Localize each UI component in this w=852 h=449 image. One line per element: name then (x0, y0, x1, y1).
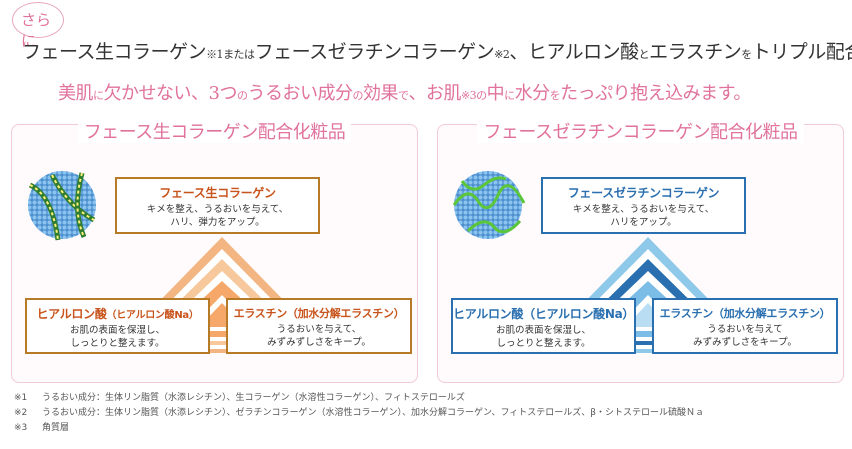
hyaluronic-desc: お肌の表面を保湿し、 しっとりと整えます。 (69, 325, 165, 349)
collagen-box: フェース生コラーゲン キメを整え、うるおいを与えて、 ハリ、弾力をアップ。 (115, 177, 320, 234)
headline: フェース生コラーゲン※1またはフェースゼラチンコラーゲン※2、ヒアルロン酸とエラ… (22, 37, 852, 64)
subheadline-part: の (476, 89, 487, 102)
left-panel-title: フェース生コラーゲン配合化粧品 (12, 118, 417, 144)
headline-part: 、ヒアルロン酸 (509, 41, 639, 63)
subheadline-part: で (397, 89, 409, 102)
subheadline-note-mark: ※3 (460, 89, 477, 102)
elastin-title: エラスチン（加水分解エラスチン） (659, 307, 831, 320)
footnote-text: うるおい成分：生体リン脂質（水添レシチン）、生コラーゲン（水溶性コラーゲン）、フ… (42, 393, 465, 403)
subheadline-part: たっぷり抱え込みます。 (560, 83, 751, 104)
right-panel: フェースゼラチンコラーゲン配合化粧品 フェースゼラチンコラーゲン キメを整え、う… (437, 122, 844, 383)
elastin-box: エラスチン（加水分解エラスチン） うるおいを与えて みずみずしさをキープ。 (652, 298, 838, 354)
collagen-sphere-icon (28, 171, 96, 241)
badge-bubble: さらに (12, 2, 64, 50)
right-panel-title: フェースゼラチンコラーゲン配合化粧品 (438, 118, 843, 144)
collagen-desc: キメを整え、うるおいを与えて、 ハリ、弾力をアップ。 (146, 204, 289, 228)
headline-part: フェース生コラーゲン (22, 41, 207, 63)
footnote-text: うるおい成分：生体リン脂質（水添レシチン）、ゼラチンコラーゲン（水溶性コラーゲン… (42, 408, 705, 418)
subheadline-part: の (352, 89, 363, 102)
subheadline-part: に (93, 89, 104, 102)
subheadline-part: に (504, 89, 515, 102)
hyaluronic-title-main: ヒアルロン酸 (36, 307, 107, 321)
footnote-mark: ※3 (14, 423, 28, 433)
headline-note-mark: ※1 (206, 48, 224, 61)
headline-part: を (741, 48, 752, 61)
subheadline-part: 中 (486, 83, 505, 104)
gelatin-collagen-title: フェースゼラチンコラーゲン (567, 186, 720, 200)
hyaluronic-box: ヒアルロン酸（ヒアルロン酸Na） お肌の表面を保湿し、 しっとりと整えます。 (25, 298, 210, 354)
footnote-mark: ※1 (14, 393, 28, 403)
elastin-desc: うるおいを与えて、 みずみずしさをキープ。 (267, 324, 371, 348)
footnote: ※3 角質層 (14, 421, 704, 436)
badge-text: さらに (21, 11, 52, 50)
right-panel-title-text: フェースゼラチンコラーゲン配合化粧品 (477, 122, 804, 143)
collagen-title: フェース生コラーゲン (159, 186, 276, 200)
footnote: ※1 うるおい成分：生体リン脂質（水添レシチン）、生コラーゲン（水溶性コラーゲン）… (14, 391, 704, 406)
footnote: ※2 うるおい成分：生体リン脂質（水添レシチン）、ゼラチンコラーゲン（水溶性コラー… (14, 406, 704, 421)
headline-part: フェースゼラチンコラーゲン (254, 41, 495, 63)
headline-part: エラスチン (649, 41, 742, 63)
footnote-mark: ※2 (14, 408, 28, 418)
elastin-desc: うるおいを与えて みずみずしさをキープ。 (693, 324, 797, 348)
gelatin-collagen-desc: キメを整え、うるおいを与えて、 ハリをアップ。 (572, 204, 715, 228)
hyaluronic-desc: お肌の表面を保湿し、 しっとりと整えます。 (495, 325, 591, 349)
subheadline-part: うるおい成分 (247, 83, 353, 104)
hyaluronic-title: ヒアルロン酸（ヒアルロン酸Na） (453, 307, 635, 321)
elastin-box: エラスチン（加水分解エラスチン） うるおいを与えて、 みずみずしさをキープ。 (226, 298, 412, 354)
left-panel-title-text: フェース生コラーゲン配合化粧品 (77, 122, 352, 143)
footnote-text: 角質層 (42, 423, 70, 433)
headline-note-mark: ※2 (494, 48, 510, 61)
subheadline-part: を (549, 89, 561, 102)
hyaluronic-box: ヒアルロン酸（ヒアルロン酸Na） お肌の表面を保湿し、 しっとりと整えます。 (451, 298, 636, 354)
subheadline-part: 水分 (514, 83, 551, 104)
subheadline-part: 美肌 (58, 83, 94, 104)
subheadline-part: 効果 (362, 83, 399, 104)
gelatin-collagen-sphere-icon (452, 171, 526, 239)
headline-part: トリプル配合！ (751, 41, 852, 63)
hyaluronic-title-sub: （ヒアルロン酸Na） (106, 310, 199, 321)
headline-part: と (638, 48, 650, 61)
subheadline-part: 欠かせない、3つ (103, 83, 238, 104)
footnotes: ※1 うるおい成分：生体リン脂質（水添レシチン）、生コラーゲン（水溶性コラーゲン）… (14, 391, 704, 436)
gelatin-collagen-box: フェースゼラチンコラーゲン キメを整え、うるおいを与えて、 ハリをアップ。 (541, 177, 746, 234)
subheadline-part: 、お肌 (408, 83, 461, 104)
headline-part: または (223, 48, 255, 61)
left-panel: フェース生コラーゲン配合化粧品 フェース生コラーゲン キメを整え、うるおいを与え… (11, 122, 418, 383)
subheadline-part: の (236, 89, 248, 102)
hyaluronic-title: ヒアルロン酸（ヒアルロン酸Na） (27, 300, 208, 322)
subheadline: 美肌に欠かせない、3つのうるおい成分の効果で、お肌※3の中に水分をたっぷり抱え込… (58, 79, 751, 105)
elastin-title: エラスチン（加水分解エラスチン） (233, 307, 405, 320)
